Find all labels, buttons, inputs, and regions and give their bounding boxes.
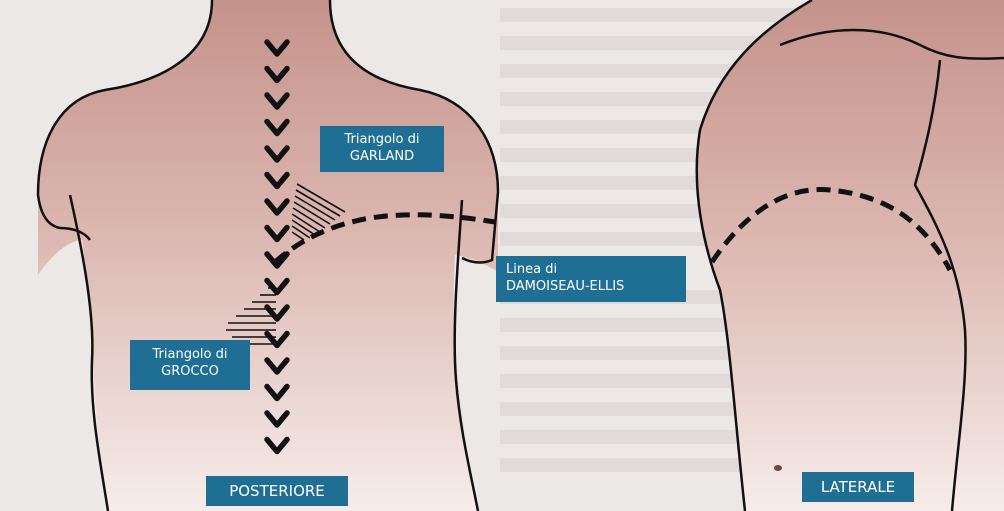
lateral-arm-back <box>913 59 967 511</box>
chevron-v-icon <box>264 224 290 243</box>
chevron-v-icon <box>264 357 290 375</box>
chevron-v-icon <box>264 92 290 110</box>
posterior-outline-right-lower <box>453 199 480 511</box>
chevron-v-icon <box>264 198 290 216</box>
label-grocco-line2: GROCCO <box>161 364 219 379</box>
label-laterale-text: LATERALE <box>820 478 896 496</box>
posterior-outline-right <box>328 0 500 264</box>
lateral-skin-mark <box>774 465 782 471</box>
label-laterale: LATERALE <box>802 472 914 502</box>
chevron-v-icon <box>264 145 290 163</box>
posterior-outline-left-lower <box>68 194 110 511</box>
label-damoiseau-line1: Linea di <box>506 262 558 277</box>
lateral-arm-top <box>779 28 1004 60</box>
chevron-v-icon <box>264 251 290 269</box>
label-garland-line1: Triangolo di <box>344 132 420 147</box>
lateral-outline-front <box>695 0 813 511</box>
label-posteriore-text: POSTERIORE <box>229 482 325 500</box>
label-damoiseau-ellis: Linea di DAMOISEAU-ELLIS <box>496 256 686 302</box>
label-grocco: Triangolo di GROCCO <box>130 340 250 390</box>
chevron-v-icon <box>264 277 290 296</box>
chevron-v-icon <box>264 330 290 349</box>
label-grocco-line1: Triangolo di <box>152 347 228 362</box>
label-damoiseau-line2: DAMOISEAU-ELLIS <box>506 279 625 294</box>
chevron-v-icon <box>264 410 290 428</box>
chevron-v-icon <box>264 383 290 402</box>
chevron-v-icon <box>264 171 290 190</box>
garland-triangle-hatch <box>291 183 346 241</box>
damoiseau-ellis-line-posterior <box>273 212 496 264</box>
damoiseau-ellis-line-lateral <box>709 187 953 272</box>
label-garland-line2: GARLAND <box>349 149 415 164</box>
chevron-v-icon <box>264 436 290 455</box>
label-garland: Triangolo di GARLAND <box>320 126 444 172</box>
chevron-v-icon <box>264 118 290 137</box>
posterior-outline-left <box>36 0 214 241</box>
lateral-torso <box>696 0 1004 511</box>
label-posteriore: POSTERIORE <box>206 476 348 506</box>
spine-markers <box>264 39 290 455</box>
chevron-v-icon <box>264 65 290 84</box>
chevron-v-icon <box>264 304 290 322</box>
chevron-v-icon <box>264 39 290 57</box>
